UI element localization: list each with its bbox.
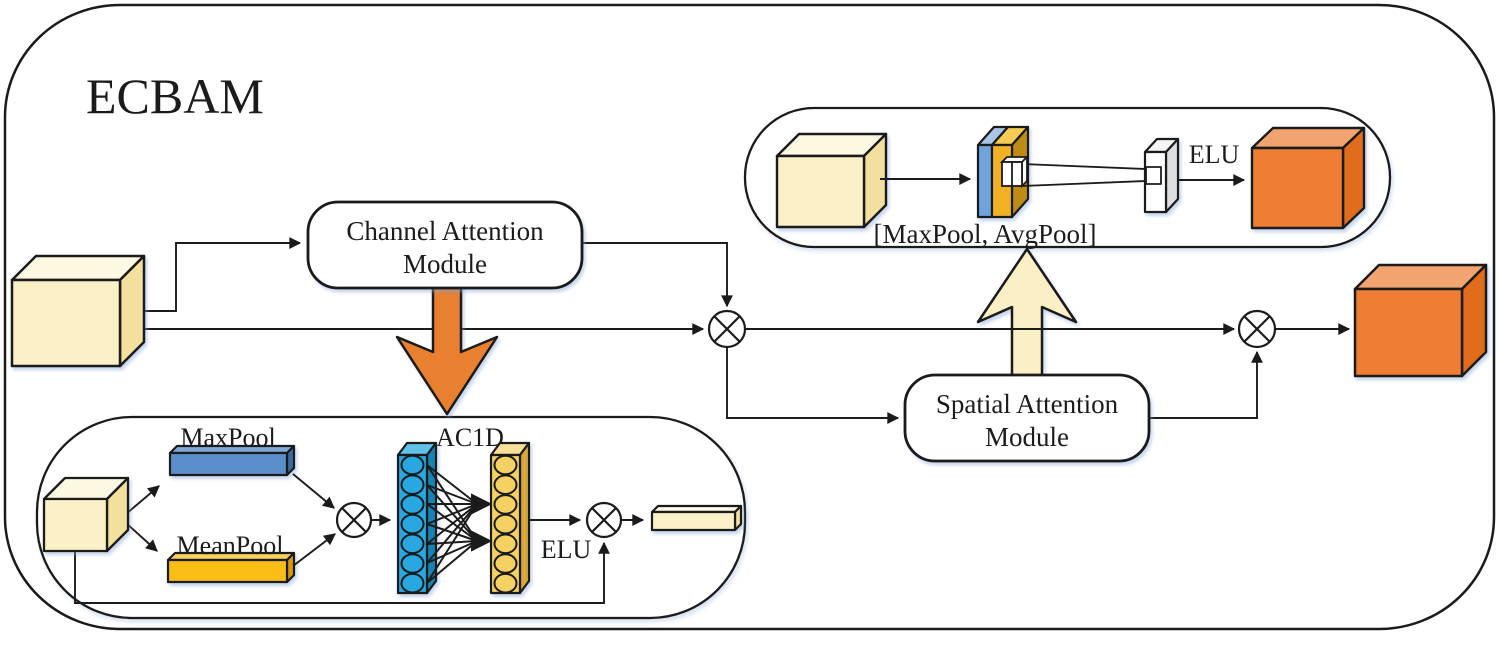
maxpool-slab bbox=[976, 143, 994, 219]
line-spatial-module-to-multiply2 bbox=[1149, 350, 1263, 419]
line-meanpool-to-multiply bbox=[292, 533, 336, 567]
projection-line-bottom bbox=[1021, 180, 1147, 187]
conv-fan-lines bbox=[426, 464, 493, 584]
channel-attention-label-line1: Channel Attention bbox=[346, 216, 544, 246]
maxpool-label: MaxPool bbox=[180, 423, 275, 452]
spatial-attention-module-box: Spatial Attention Module bbox=[903, 373, 1151, 463]
spatial-elu-label: ELU bbox=[1189, 140, 1240, 169]
flow-lines bbox=[138, 237, 1351, 424]
attention-cell-box bbox=[1145, 166, 1162, 185]
conv-output-column bbox=[489, 441, 531, 595]
channel-attention-module-box: Channel Attention Module bbox=[306, 200, 584, 290]
spatial-output-cube bbox=[1250, 126, 1366, 230]
spatial-attention-label-line1: Spatial Attention bbox=[936, 389, 1119, 419]
multiply-node-2 bbox=[1237, 309, 1277, 349]
line-skip-connection bbox=[74, 541, 610, 604]
line-channel-module-to-multiply1 bbox=[582, 242, 733, 308]
meanpool-label: MeanPool bbox=[177, 531, 284, 560]
channel-detail-content: MaxPool MeanPool AC1D bbox=[42, 423, 743, 604]
spatial-attention-label-line2: Module bbox=[985, 422, 1069, 452]
figure-title: ECBAM bbox=[86, 68, 264, 124]
conv-input-column bbox=[396, 441, 438, 595]
channel-attention-down-arrow bbox=[395, 286, 499, 416]
line-input-to-channel-module bbox=[138, 237, 302, 312]
line-maxpool-to-multiply bbox=[292, 473, 335, 509]
channel-weight-bar bbox=[650, 504, 743, 532]
multiply-node-3 bbox=[335, 501, 373, 539]
spatial-attention-up-arrow bbox=[976, 247, 1078, 379]
fan-arrowhead-lower bbox=[471, 530, 493, 552]
ac1d-label: AC1D bbox=[436, 423, 504, 452]
channel-input-cube bbox=[42, 476, 130, 553]
channel-detail-container bbox=[35, 415, 747, 620]
input-feature-cube bbox=[10, 254, 146, 368]
spatial-detail-content: ELU [MaxPool, AvgPool] bbox=[775, 125, 1366, 249]
fan-arrowhead-upper bbox=[471, 493, 493, 515]
channel-attention-label-line2: Module bbox=[403, 249, 487, 279]
spatial-input-cube bbox=[775, 132, 888, 229]
channel-elu-label: ELU bbox=[541, 535, 592, 564]
multiply-node-4 bbox=[585, 501, 623, 539]
projection-line-top bbox=[1021, 163, 1147, 170]
conv-input-neurons bbox=[400, 454, 425, 594]
maxpool-bar bbox=[168, 444, 296, 477]
spatial-detail-container bbox=[743, 106, 1392, 249]
conv-kernel-projection bbox=[999, 154, 1147, 189]
multiply-node-1 bbox=[707, 309, 747, 349]
line-cube-to-maxpool bbox=[125, 485, 160, 515]
line-cube-to-meanpool bbox=[125, 522, 158, 552]
meanpool-bar bbox=[166, 551, 296, 584]
output-feature-cube bbox=[1353, 263, 1488, 378]
conv-output-neurons bbox=[493, 454, 518, 594]
line-multiply1-to-spatial-module bbox=[726, 347, 900, 424]
pool-concat-label: [MaxPool, AvgPool] bbox=[873, 219, 1096, 249]
spatial-attention-map-slab bbox=[1143, 137, 1180, 214]
